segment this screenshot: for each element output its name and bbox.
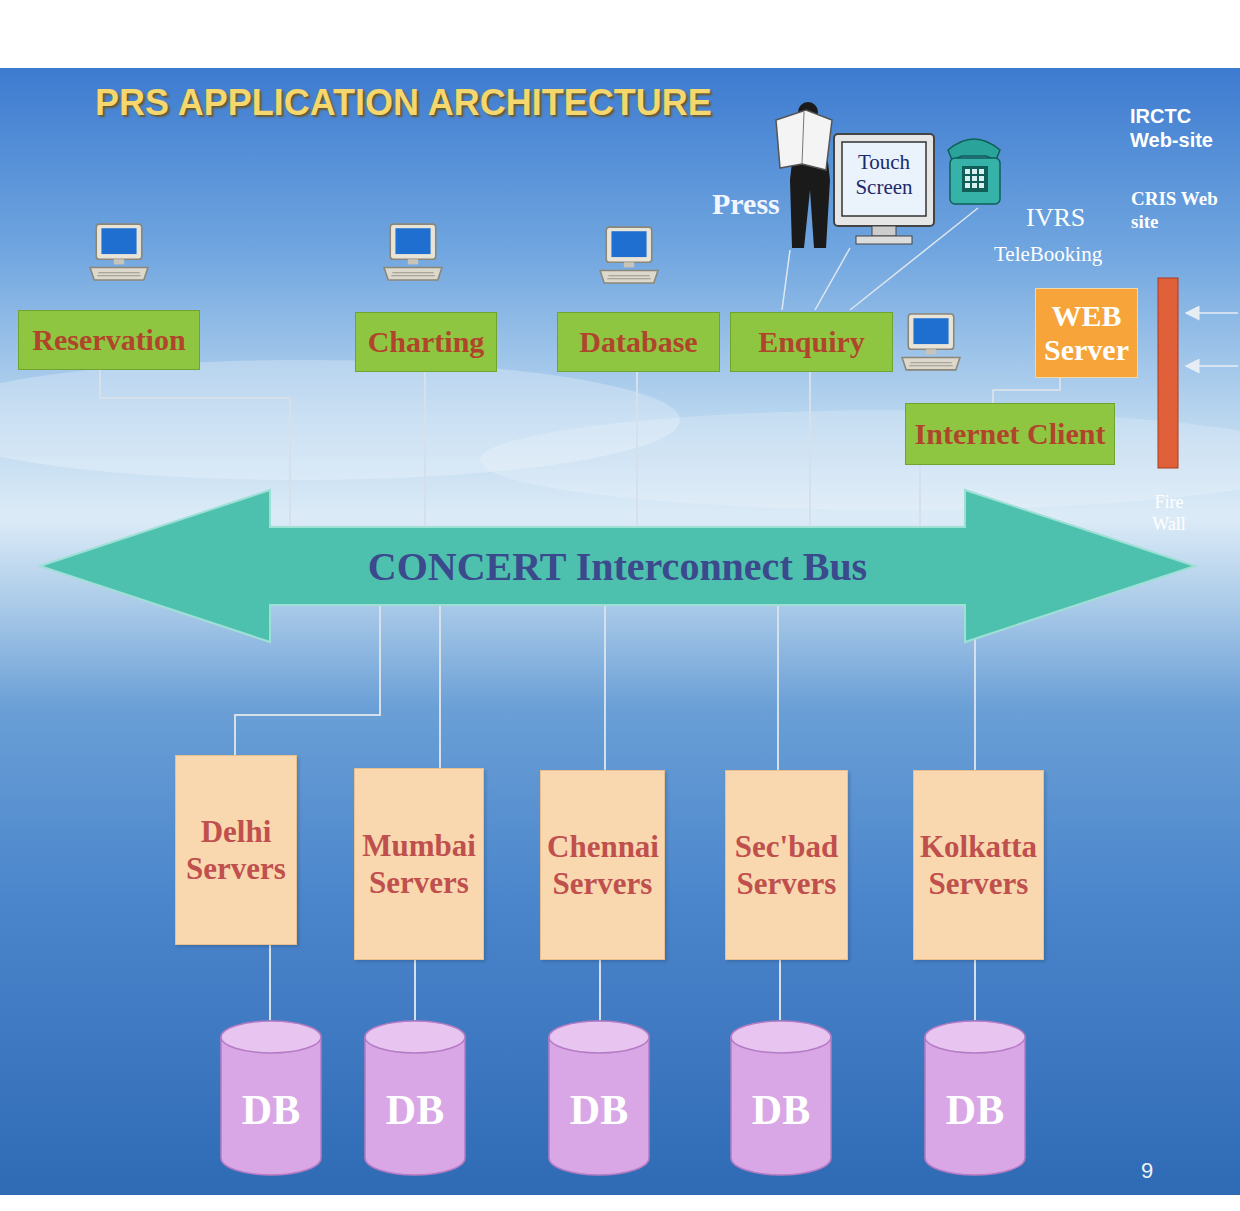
computer-icon <box>384 224 442 280</box>
bus-connector <box>269 945 271 1020</box>
bus-connector <box>636 372 638 527</box>
cylinder-top <box>365 1021 465 1053</box>
process-box: Internet Client <box>905 403 1115 465</box>
database-cylinder: DB <box>548 1020 650 1175</box>
telephone-icon <box>948 139 1000 204</box>
bus-arrow: CONCERT Interconnect Bus <box>40 527 1195 605</box>
bus-connector <box>919 465 921 527</box>
screen-label: Touch Screen <box>844 150 924 200</box>
site-label: IRCTC Web-site <box>1130 104 1220 152</box>
channel-label: TeleBooking <box>994 242 1129 267</box>
node-text: Mumbai Servers <box>361 827 477 901</box>
node-text: WEB Server <box>1044 299 1129 368</box>
bus-connector <box>974 960 976 1020</box>
cylinder-body <box>731 1037 831 1175</box>
cylinder-top <box>549 1021 649 1053</box>
database-cylinder: DB <box>220 1020 322 1175</box>
firewall-bar <box>1158 278 1178 468</box>
computer-icon <box>600 227 658 283</box>
database-cylinder: DB <box>730 1020 832 1175</box>
cylinder-top <box>221 1021 321 1053</box>
process-box: Charting <box>355 312 497 372</box>
page-number: 9 <box>1141 1158 1165 1184</box>
server-box: WEB Server <box>1035 288 1138 378</box>
node-text: DB <box>242 1086 300 1134</box>
bus-arrow-outline <box>40 490 1195 642</box>
node-text: DB <box>946 1086 1004 1134</box>
node-text: DB <box>570 1086 628 1134</box>
node-text: Charting <box>368 325 485 359</box>
node-text: Internet Client <box>915 417 1106 451</box>
bus-connector <box>777 605 779 770</box>
computer-icon <box>90 224 148 280</box>
server-box: Delhi Servers <box>175 755 297 945</box>
node-text: Kolkatta Servers <box>920 828 1037 902</box>
leader-line <box>782 250 790 310</box>
bus-connector <box>599 960 601 1020</box>
cylinder-top <box>925 1021 1025 1053</box>
incoming-arrow <box>1186 312 1238 314</box>
database-cylinder: DB <box>364 1020 466 1175</box>
bus-connector <box>424 372 426 527</box>
cylinder-body <box>925 1037 1025 1175</box>
database-cylinder: DB <box>924 1020 1026 1175</box>
slide-title: PRS APPLICATION ARCHITECTURE <box>95 82 712 124</box>
server-box: Kolkatta Servers <box>913 770 1044 960</box>
node-text: Reservation <box>32 323 185 357</box>
node-text: Database <box>579 325 697 359</box>
node-text: Chennai Servers <box>547 828 658 902</box>
press-reader-figure <box>776 102 832 248</box>
node-text: CONCERT Interconnect Bus <box>368 543 867 590</box>
cylinder-body <box>549 1037 649 1175</box>
bus-connector <box>779 960 781 1020</box>
bus-connector <box>809 372 811 527</box>
server-box: Mumbai Servers <box>354 768 484 960</box>
incoming-arrow <box>1186 365 1238 367</box>
node-text: Delhi Servers <box>182 813 290 887</box>
cylinder-body <box>221 1037 321 1175</box>
node-text: Sec'bad Servers <box>732 828 841 902</box>
process-box: Enquiry <box>730 312 893 372</box>
node-text: DB <box>386 1086 444 1134</box>
computer-icon <box>902 314 960 370</box>
bus-connector <box>993 378 1060 403</box>
server-box: Chennai Servers <box>540 770 665 960</box>
leader-line <box>815 248 850 310</box>
bus-connector <box>439 605 441 768</box>
touch-screen-monitor <box>834 134 934 244</box>
channel-label: Press <box>712 186 792 222</box>
bus-connector <box>604 605 606 770</box>
process-box: Database <box>557 312 720 372</box>
cylinder-top <box>731 1021 831 1053</box>
cylinder-body <box>365 1037 465 1175</box>
cloud <box>480 410 1240 510</box>
process-box: Reservation <box>18 310 200 370</box>
server-box: Sec'bad Servers <box>725 770 848 960</box>
leader-line <box>850 208 978 310</box>
site-label: CRIS Web site <box>1131 188 1231 234</box>
node-text: DB <box>752 1086 810 1134</box>
firewall-label: Fire Wall <box>1140 492 1198 535</box>
node-text: Enquiry <box>758 325 865 359</box>
channel-label: IVRS <box>1026 202 1106 233</box>
bus-connector <box>414 960 416 1020</box>
